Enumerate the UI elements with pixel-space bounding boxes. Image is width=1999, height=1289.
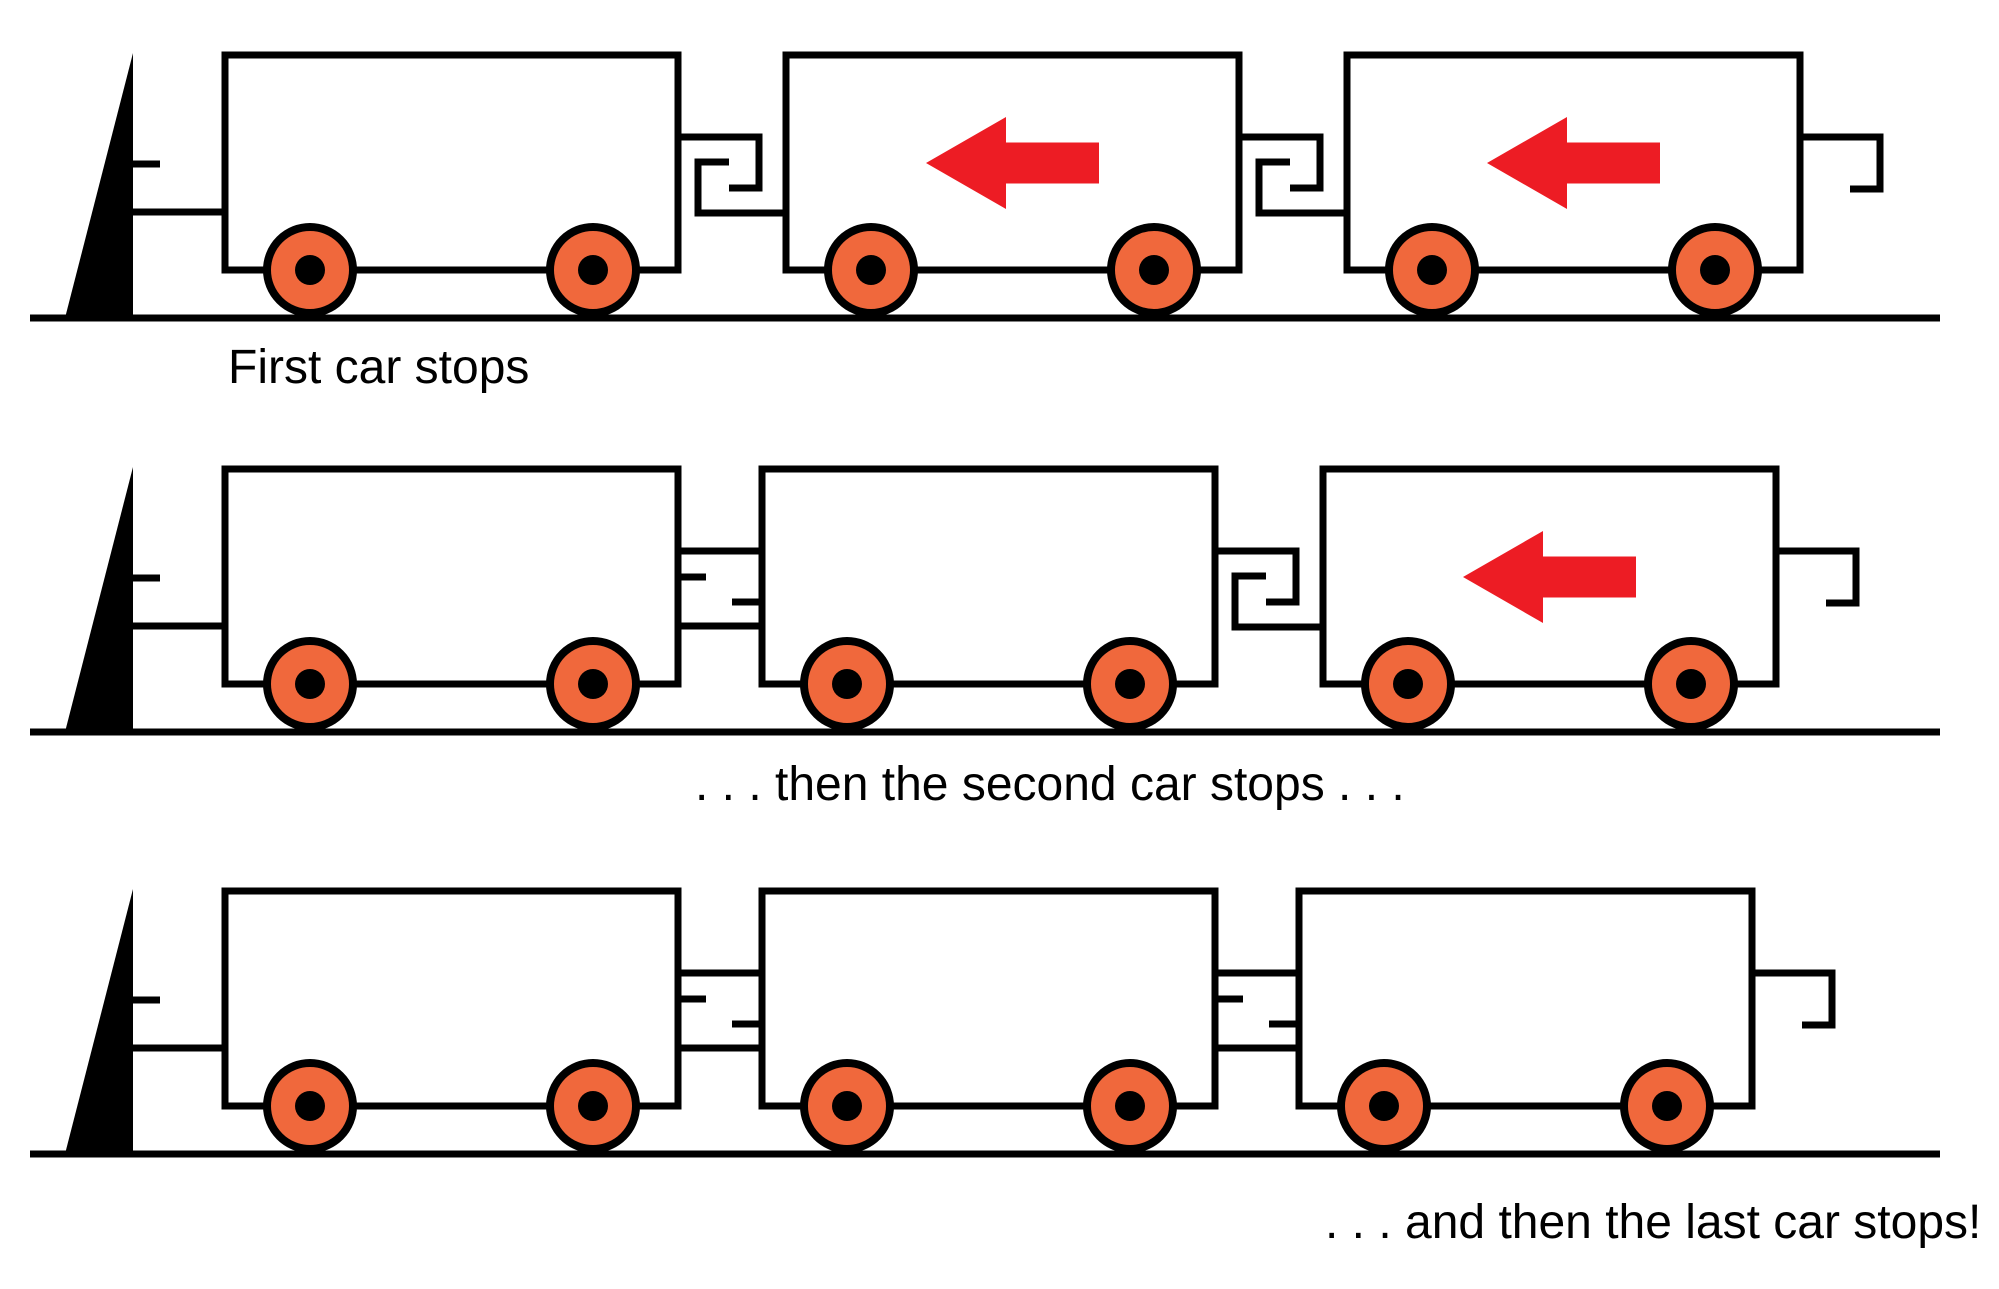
coupler-2-3-open xyxy=(1215,551,1323,627)
coupler-1-2-open xyxy=(678,137,786,213)
caption-second-car-stops: . . . then the second car stops . . . xyxy=(695,758,1405,811)
track-bumper xyxy=(65,889,225,1154)
row-last-car-stops: . . . and then the last car stops! xyxy=(30,889,1981,1249)
rear-coupler-hook xyxy=(1800,137,1880,189)
coupler-1-2-closed xyxy=(678,551,762,626)
caption-first-car-stops: First car stops xyxy=(228,341,529,394)
train-car-3 xyxy=(1323,469,1776,727)
row-second-car-stops: . . . then the second car stops . . . xyxy=(30,467,1940,811)
rear-coupler-hook xyxy=(1776,551,1856,603)
track-bumper xyxy=(65,467,225,732)
coupler-2-3-open xyxy=(1239,137,1347,213)
train-car-2 xyxy=(762,891,1215,1149)
coupler-1-2-closed xyxy=(678,973,762,1048)
train-car-1 xyxy=(225,891,678,1149)
caption-last-car-stops: . . . and then the last car stops! xyxy=(1325,1196,1981,1249)
track-bumper xyxy=(65,53,225,318)
train-car-1 xyxy=(225,469,678,727)
train-car-2 xyxy=(786,55,1239,313)
coupler-2-3-closed xyxy=(1215,973,1299,1048)
rear-coupler-hook xyxy=(1752,973,1832,1025)
row-first-car-stops: First car stops xyxy=(30,53,1940,394)
train-car-3 xyxy=(1299,891,1752,1149)
train-car-2 xyxy=(762,469,1215,727)
train-car-3 xyxy=(1347,55,1800,313)
train-car-1 xyxy=(225,55,678,313)
